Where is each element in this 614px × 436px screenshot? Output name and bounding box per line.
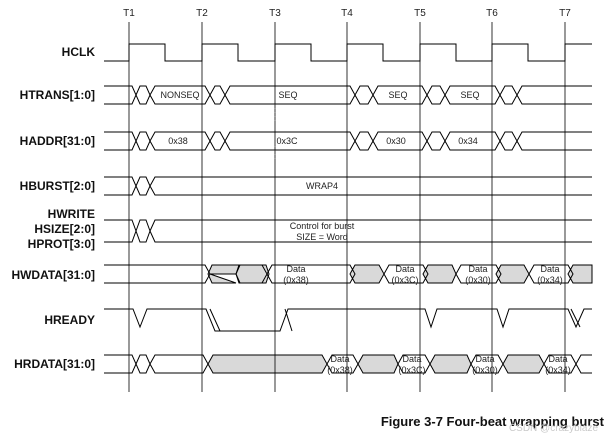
hrdata-grey-regions	[207, 354, 545, 374]
hrdata-value-3-top: Data	[475, 354, 494, 364]
signal-label-hprot: HPROT[3:0]	[28, 237, 95, 251]
control-value-line2: SIZE = Word	[296, 232, 348, 242]
control-waveform	[104, 219, 592, 243]
htrans-value-1: NONSEQ	[160, 90, 199, 100]
hwdata-value-1-bottom: (0x38)	[283, 275, 309, 285]
hrdata-value-4-bottom: (0x34)	[545, 365, 571, 375]
hrdata-grey-t6	[502, 354, 545, 374]
time-label-t7: T7	[559, 8, 571, 19]
hclk-waveform	[104, 43, 592, 62]
watermark: CSDN @crazyblaze	[509, 423, 599, 434]
hwdata-value-3-top: Data	[468, 264, 487, 274]
hwdata-grey-regions	[207, 264, 593, 284]
figure-caption: Figure 3-7 Four-beat wrapping burst	[381, 414, 605, 429]
hrdata-grey-wait	[207, 354, 328, 374]
time-label-t3: T3	[269, 8, 281, 19]
signal-label-hsize: HSIZE[2:0]	[34, 222, 95, 236]
htrans-value-2: SEQ	[278, 90, 297, 100]
time-label-t1: T1	[123, 8, 135, 19]
haddr-value-1: 0x38	[168, 136, 188, 146]
hrdata-value-4-top: Data	[548, 354, 567, 364]
hready-alt-edges	[209, 308, 581, 332]
hwdata-value-1-top: Data	[286, 264, 305, 274]
signal-label-htrans: HTRANS[1:0]	[20, 88, 95, 102]
hwdata-grey-t7	[567, 264, 593, 284]
hrdata-value-2-bottom: (0x3C)	[398, 365, 425, 375]
hrdata-grey-t4	[357, 354, 399, 374]
htrans-waveform	[104, 85, 592, 105]
hwdata-value-3-bottom: (0x30)	[465, 275, 491, 285]
hready-waveform	[104, 308, 592, 332]
htrans-value-3: SEQ	[388, 90, 407, 100]
time-label-t2: T2	[196, 8, 208, 19]
signal-label-hready: HREADY	[44, 313, 95, 327]
hrdata-value-3-bottom: (0x30)	[472, 365, 498, 375]
hrdata-value-1-top: Data	[330, 354, 349, 364]
hwdata-value-2-top: Data	[395, 264, 414, 274]
hburst-waveform	[104, 176, 592, 196]
hwdata-value-2-bottom: (0x3C)	[391, 275, 418, 285]
signal-label-haddr: HADDR[31:0]	[20, 134, 95, 148]
signal-label-hclk: HCLK	[62, 45, 96, 59]
haddr-waveform	[104, 131, 592, 151]
hrdata-waveform	[104, 354, 592, 374]
hrdata-value-2-top: Data	[402, 354, 421, 364]
signal-label-hwrite: HWRITE	[48, 207, 95, 221]
hrdata-grey-t5	[429, 354, 472, 374]
signal-label-hrdata: HRDATA[31:0]	[14, 357, 95, 371]
haddr-value-4: 0x34	[458, 136, 478, 146]
hwdata-waveform	[104, 264, 574, 284]
hrdata-value-1-bottom: (0x38)	[327, 365, 353, 375]
haddr-value-3: 0x30	[386, 136, 406, 146]
time-label-t6: T6	[486, 8, 498, 19]
hburst-value: WRAP4	[306, 181, 338, 191]
hwdata-value-4-bottom: (0x34)	[537, 275, 563, 285]
htrans-value-4: SEQ	[460, 90, 479, 100]
haddr-value-2: 0x3C	[276, 136, 298, 146]
signal-label-hburst: HBURST[2:0]	[20, 179, 95, 193]
time-grid	[128, 22, 566, 392]
hwdata-value-4-top: Data	[540, 264, 559, 274]
control-value-line1: Control for burst	[290, 221, 355, 231]
time-label-t4: T4	[341, 8, 353, 19]
signal-label-hwdata: HWDATA[31:0]	[11, 268, 95, 282]
time-label-t5: T5	[414, 8, 426, 19]
